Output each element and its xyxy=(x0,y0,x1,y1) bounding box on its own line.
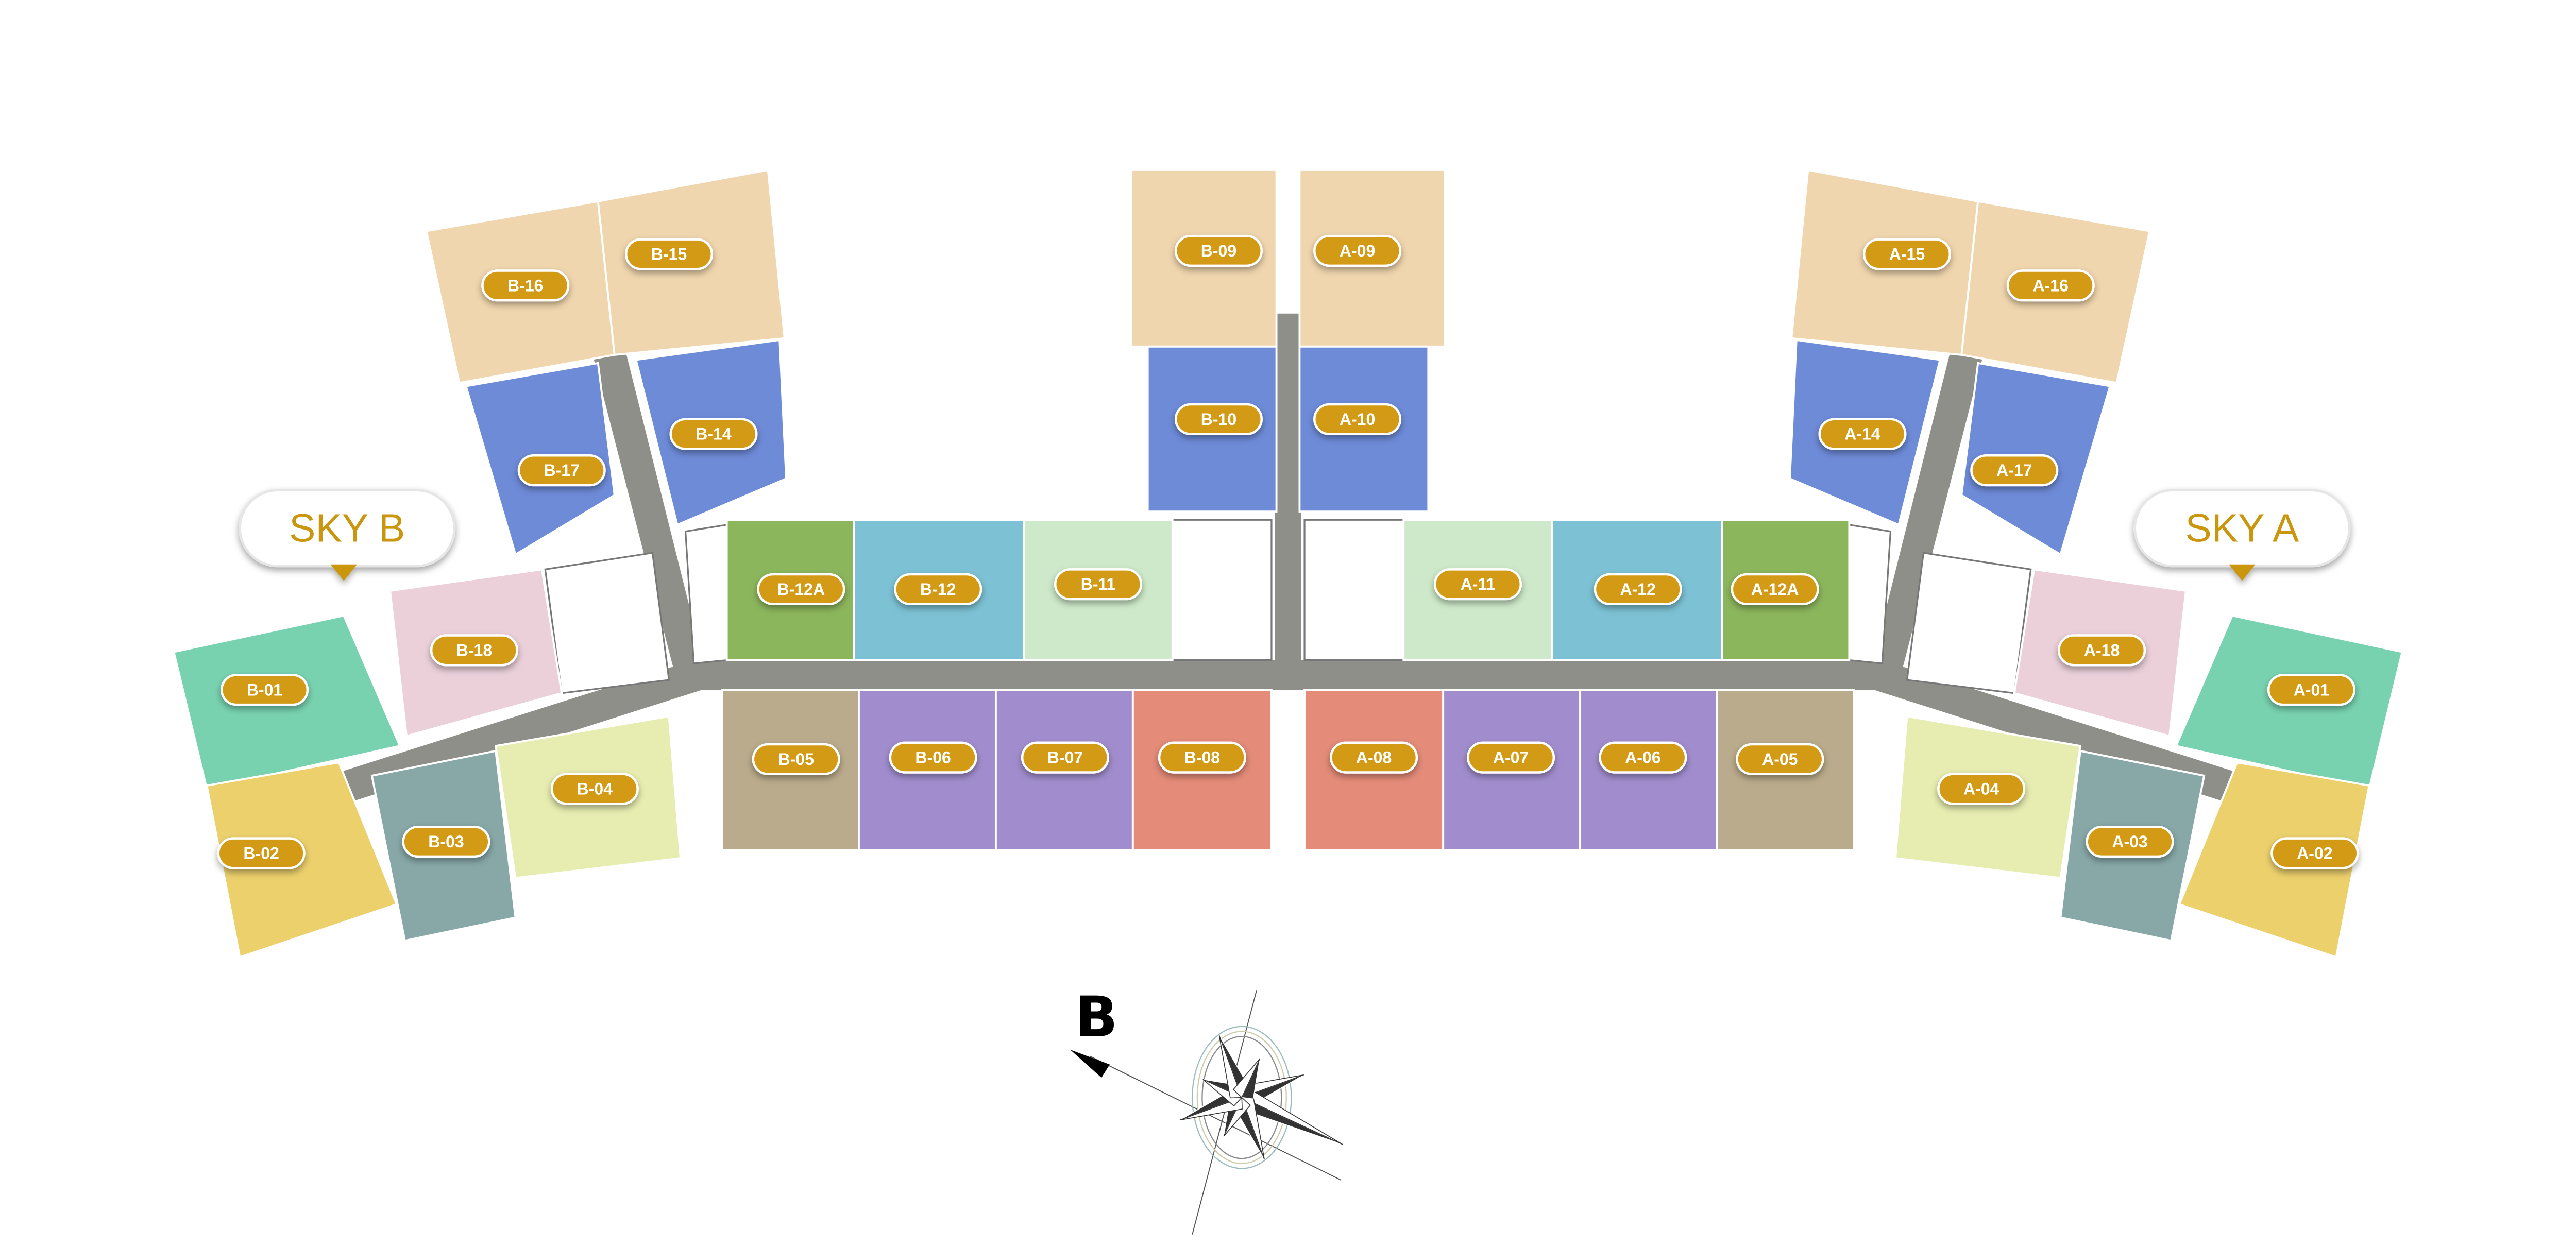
unit-label-text: A-10 xyxy=(1340,410,1375,429)
corridor xyxy=(1275,313,1301,660)
sky-b-label: SKY B xyxy=(289,506,405,550)
unit-label-a-02[interactable]: A-02 xyxy=(2270,837,2359,869)
sky-a-callout[interactable]: SKY A xyxy=(2133,489,2351,581)
unit-label-text: A-01 xyxy=(2294,680,2329,699)
compass-rose-icon: B xyxy=(1070,984,1343,1235)
unit-label-a-10[interactable]: A-10 xyxy=(1313,403,1402,435)
unit-label-text: B-04 xyxy=(577,779,613,798)
unit-label-a-11[interactable]: A-11 xyxy=(1433,568,1522,601)
unit-label-text: B-11 xyxy=(1081,575,1116,593)
unit-label-text: B-03 xyxy=(428,832,464,851)
unit-label-b-12a[interactable]: B-12A xyxy=(757,573,845,605)
unit-label-text: A-15 xyxy=(1889,245,1925,263)
unit-label-b-01[interactable]: B-01 xyxy=(220,674,309,706)
unit-label-text: B-10 xyxy=(1201,410,1236,429)
apartment-units xyxy=(172,168,2404,959)
unit-label-a-05[interactable]: A-05 xyxy=(1736,743,1824,775)
sky-b-callout[interactable]: SKY B xyxy=(239,489,456,581)
unit-label-a-18[interactable]: A-18 xyxy=(2058,634,2146,667)
unit-label-text: B-06 xyxy=(915,748,951,767)
unit-label-a-14[interactable]: A-14 xyxy=(1818,418,1907,450)
unit-label-text: B-14 xyxy=(696,425,732,443)
unit-label-text: A-03 xyxy=(2112,832,2147,851)
unit-label-b-04[interactable]: B-04 xyxy=(550,773,639,805)
unit-label-a-07[interactable]: A-07 xyxy=(1466,741,1555,774)
unit-label-text: A-17 xyxy=(1996,461,2032,480)
unit-label-b-05[interactable]: B-05 xyxy=(752,743,840,775)
stair-core xyxy=(1303,519,1404,661)
unit-labels: B-16 B-15B-17 B-14B-18B-01B-02 B-03 B-04 B-12… xyxy=(217,234,2359,869)
unit-label-b-10[interactable]: B-10 xyxy=(1174,403,1263,435)
unit-label-text: B-17 xyxy=(544,461,580,480)
unit-label-text: A-06 xyxy=(1625,748,1660,767)
unit-label-a-15[interactable]: A-15 xyxy=(1862,238,1952,270)
unit-label-text: B-02 xyxy=(243,844,279,862)
corridor xyxy=(1869,346,1985,684)
unit-label-text: A-18 xyxy=(2084,641,2120,659)
stair-core xyxy=(684,523,728,664)
unit-label-text: B-05 xyxy=(778,750,814,769)
stair-elevator-cores xyxy=(544,519,2032,694)
unit-label-text: B-12 xyxy=(920,580,956,599)
unit-label-text: B-18 xyxy=(456,641,492,659)
unit-label-text: B-16 xyxy=(507,276,543,295)
unit-label-text: B-15 xyxy=(651,245,687,263)
stair-core xyxy=(1172,519,1273,661)
unit-label-text: A-14 xyxy=(1844,425,1880,443)
unit-label-b-16[interactable]: B-16 xyxy=(481,269,570,302)
unit-label-a-08[interactable]: A-08 xyxy=(1330,741,1418,774)
unit-label-text: B-09 xyxy=(1201,242,1236,260)
stair-core xyxy=(1848,523,1892,664)
unit-label-b-07[interactable]: B-07 xyxy=(1021,741,1110,774)
unit-label-a-06[interactable]: A-06 xyxy=(1599,741,1687,774)
unit-label-b-02[interactable]: B-02 xyxy=(217,837,306,869)
unit-label-text: A-16 xyxy=(2033,276,2069,295)
unit-label-b-14[interactable]: B-14 xyxy=(669,418,758,450)
unit-label-a-01[interactable]: A-01 xyxy=(2267,674,2356,706)
unit-label-a-03[interactable]: A-03 xyxy=(2086,825,2174,858)
unit-label-text: A-11 xyxy=(1461,575,1496,593)
unit-label-a-09[interactable]: A-09 xyxy=(1313,234,1402,267)
unit-label-a-17[interactable]: A-17 xyxy=(1970,454,2059,487)
unit-label-b-08[interactable]: B-08 xyxy=(1158,741,1246,774)
unit-label-text: A-04 xyxy=(1963,779,1999,798)
unit-label-b-11[interactable]: B-11 xyxy=(1054,568,1143,601)
corridor xyxy=(693,660,1883,690)
unit-label-b-17[interactable]: B-17 xyxy=(517,454,606,487)
unit-label-b-03[interactable]: B-03 xyxy=(402,825,490,858)
unit-label-text: B-07 xyxy=(1047,748,1083,767)
unit-label-a-12a[interactable]: A-12A xyxy=(1731,573,1819,605)
unit-label-text: A-12A xyxy=(1751,580,1799,599)
unit-label-b-12[interactable]: B-12 xyxy=(894,573,982,605)
stair-core xyxy=(544,552,670,694)
corridor xyxy=(591,346,707,684)
unit-label-b-09[interactable]: B-09 xyxy=(1174,234,1263,267)
unit-label-b-15[interactable]: B-15 xyxy=(624,238,714,270)
unit-label-text: B-01 xyxy=(247,680,282,699)
unit-label-text: B-12A xyxy=(777,580,825,599)
compass-letter: B xyxy=(1075,984,1118,1050)
unit-label-text: A-12 xyxy=(1620,580,1656,599)
unit-label-text: A-08 xyxy=(1356,748,1392,767)
unit-label-a-04[interactable]: A-04 xyxy=(1937,773,2026,805)
unit-label-b-18[interactable]: B-18 xyxy=(430,634,518,667)
unit-label-text: A-05 xyxy=(1762,750,1798,769)
stair-core xyxy=(1906,552,2032,694)
unit-label-a-12[interactable]: A-12 xyxy=(1594,573,1682,605)
unit-label-b-06[interactable]: B-06 xyxy=(889,741,977,774)
sky-a-label: SKY A xyxy=(2185,506,2299,550)
unit-label-text: A-02 xyxy=(2297,844,2332,862)
unit-label-a-16[interactable]: A-16 xyxy=(2006,269,2095,302)
north-arrow-icon xyxy=(1070,1049,1110,1078)
unit-label-text: B-08 xyxy=(1184,748,1220,767)
unit-label-text: A-07 xyxy=(1493,748,1529,767)
unit-label-text: A-09 xyxy=(1340,242,1375,260)
